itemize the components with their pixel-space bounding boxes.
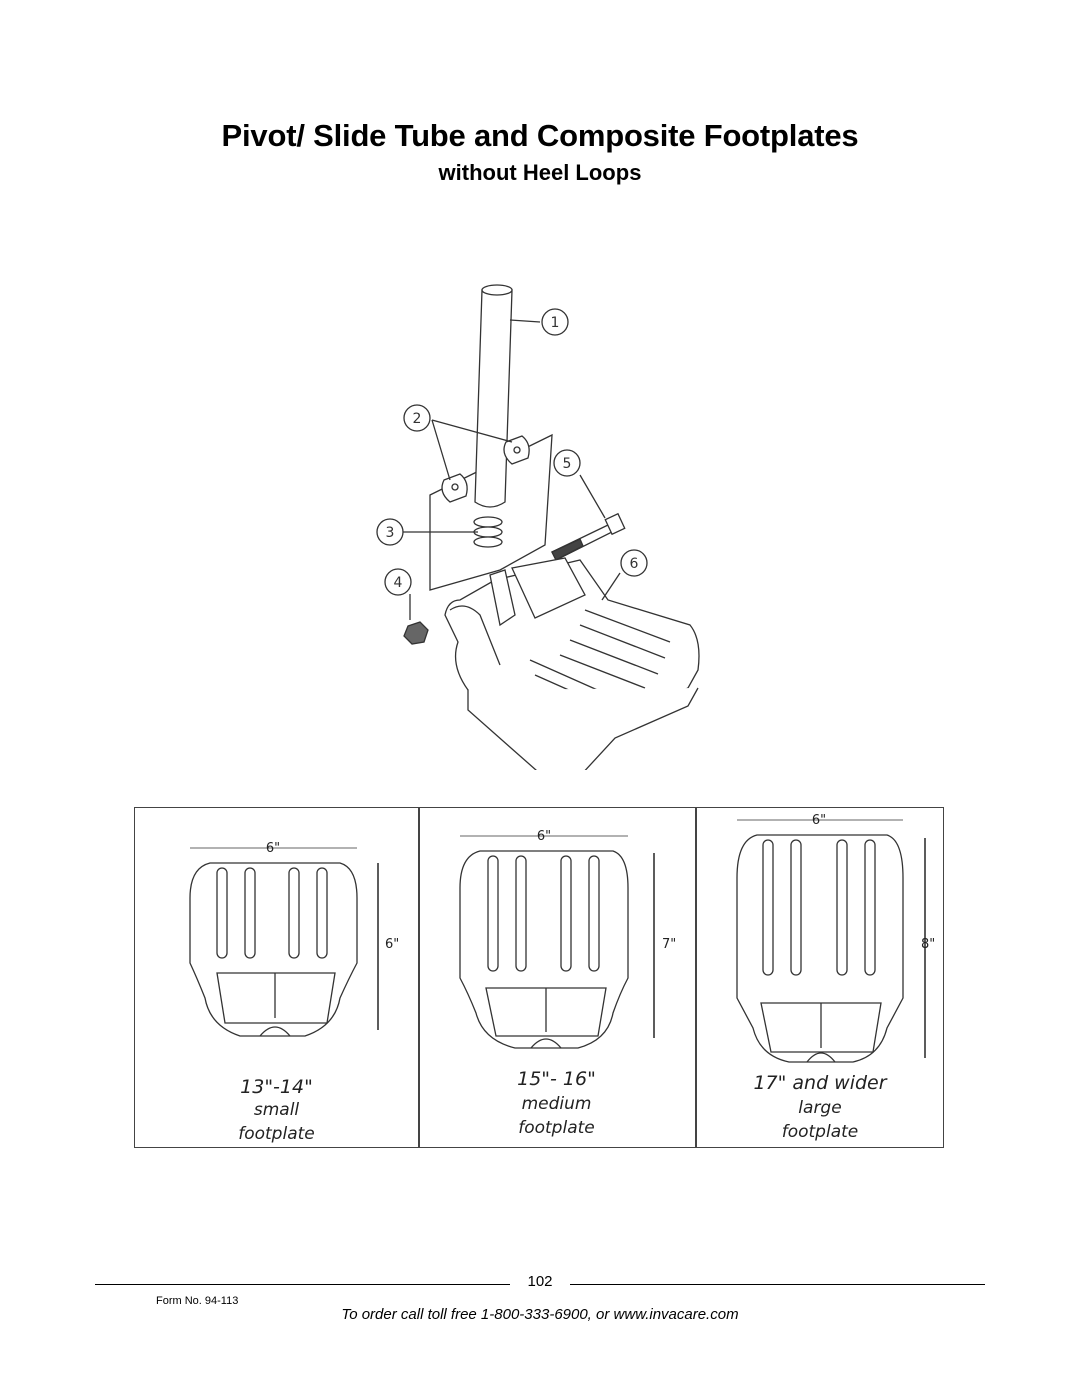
callout-4: 4 [394, 575, 403, 591]
large-size: large [798, 1098, 842, 1118]
footplate-size-chart: 6" 6" 13"-14" small footplate 6" 7" 1 [134, 807, 944, 1148]
small-label: footplate [238, 1124, 315, 1144]
callout-6: 6 [630, 556, 639, 572]
medium-size: medium [521, 1094, 592, 1114]
small-height-label: 6" [385, 937, 399, 952]
callout-3: 3 [386, 525, 395, 541]
medium-footplate-drawing: 6" 7" [459, 829, 676, 1049]
large-width-label: 6" [812, 813, 826, 828]
small-range: 13"-14" [240, 1076, 313, 1098]
form-number: Form No. 94-113 [156, 1295, 239, 1307]
footer-rule-left [95, 1284, 510, 1285]
large-footplate-panel: 6" 8" 17" and wider large footplate [695, 808, 945, 1147]
order-info: To order call toll free 1-800-333-6900, … [341, 1306, 739, 1323]
panel-divider [418, 808, 420, 1147]
small-size: small [253, 1100, 300, 1120]
large-label: footplate [781, 1122, 859, 1142]
small-footplate-panel: 6" 6" 13"-14" small footplate [135, 808, 418, 1147]
exploded-parts-diagram: 1 2 3 4 5 6 [376, 284, 700, 770]
large-height-label: 8" [921, 937, 935, 952]
small-width-label: 6" [266, 841, 280, 856]
large-footplate-drawing: 6" 8" [736, 813, 935, 1063]
page-title: Pivot/ Slide Tube and Composite Footplat… [221, 118, 859, 153]
page-number: 102 [527, 1273, 553, 1290]
callout-1: 1 [551, 315, 560, 331]
footer-rule-right [570, 1284, 985, 1285]
page-subtitle: without Heel Loops [438, 160, 642, 185]
medium-footplate-panel: 6" 7" 15"- 16" medium footplate [418, 808, 695, 1147]
large-range: 17" and wider [753, 1072, 887, 1094]
callout-2: 2 [413, 411, 422, 427]
callout-5: 5 [563, 456, 572, 472]
medium-label: footplate [518, 1118, 595, 1138]
medium-width-label: 6" [537, 829, 551, 844]
small-footplate-drawing: 6" 6" [189, 841, 399, 1037]
panel-divider [695, 808, 697, 1147]
medium-range: 15"- 16" [517, 1068, 596, 1090]
medium-height-label: 7" [662, 937, 676, 952]
